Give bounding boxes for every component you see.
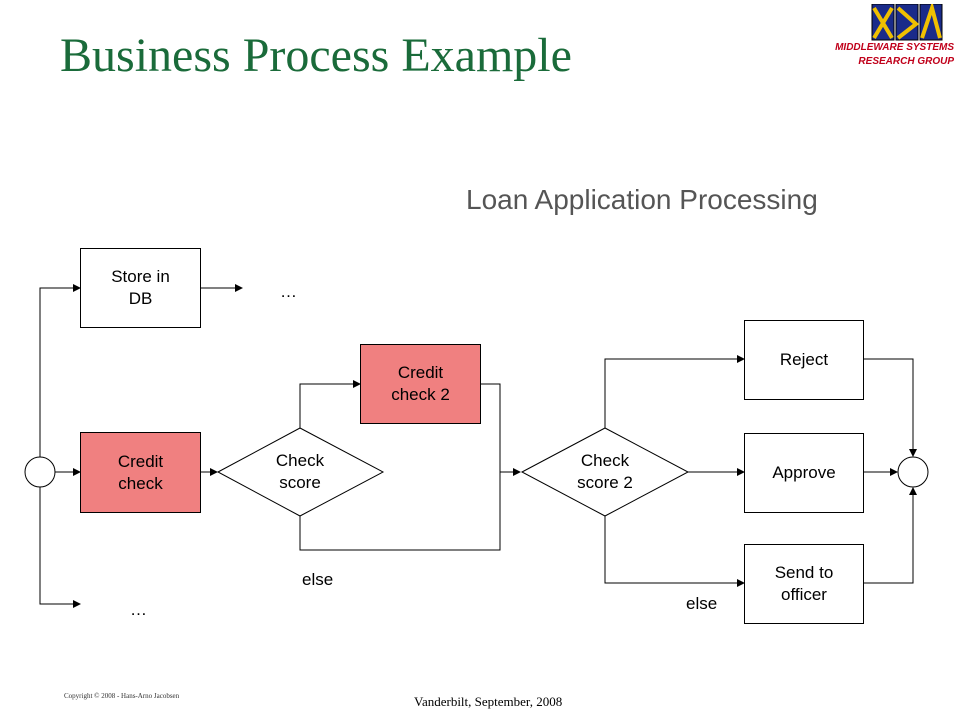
credit-check-2-label: Credit check 2 [391,363,450,404]
edge-start-bottom [39,487,81,608]
store-in-db-label: Store in DB [111,267,170,308]
slide-title: Business Process Example [60,29,572,82]
edge-score2-officer [604,516,745,587]
copyright-footer: Copyright © 2008 - Hans-Arno Jacobsen [64,692,180,700]
credit-check-box[interactable]: Credit check [80,432,201,513]
start-event [24,456,56,488]
edge-score2-reject [604,355,745,428]
credit-check-label: Credit check [117,451,164,493]
send-to-officer-label: Send to officer [774,563,834,604]
edge-credit2-merge [481,383,521,476]
logo-text-line1: MIDDLEWARE SYSTEMS [835,42,954,53]
else-label-2: else [686,594,718,613]
diagram-subtitle: Loan Application Processing [466,184,818,215]
logo-emblem-icon [871,1,943,41]
approve-label: Approve [772,463,836,482]
credit-check-2-box[interactable]: Credit check 2 [360,344,481,424]
approve-box[interactable]: Approve [744,433,864,513]
check-score-label[interactable]: Check score [275,451,325,492]
middleware-logo [860,1,956,44]
edge-reject-end [864,358,917,457]
edge-officer-end [864,487,917,584]
edge-score-credit2 [299,380,361,428]
edge-start-store [39,284,81,457]
store-in-db-box[interactable]: Store in DB [80,248,201,328]
venue-footer: Vanderbilt, September, 2008 [414,694,563,709]
check-score-diamond [216,427,385,517]
check-score-2-label[interactable]: Check score 2 [577,451,633,492]
reject-label: Reject [779,350,829,369]
reject-box[interactable]: Reject [744,320,864,400]
logo-text-line2: RESEARCH GROUP [858,56,954,67]
ellipsis-top: … [280,282,297,301]
send-to-officer-box[interactable]: Send to officer [744,544,864,624]
ellipsis-bottom: … [130,600,147,619]
else-label-1: else [302,570,334,589]
end-event [897,456,929,488]
